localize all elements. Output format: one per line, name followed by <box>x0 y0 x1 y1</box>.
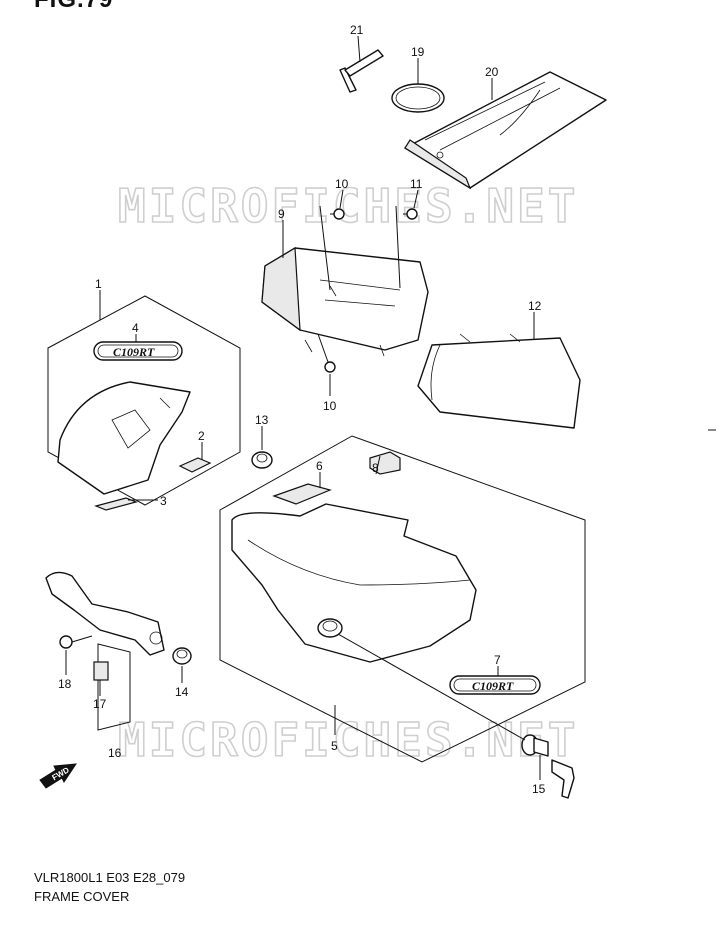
callout-9: 9 <box>278 207 285 221</box>
callout-5: 5 <box>331 739 338 753</box>
callout-7: 7 <box>494 653 501 667</box>
cover-part-12 <box>417 333 581 429</box>
group-box-5 <box>219 435 586 763</box>
callout-13: 13 <box>255 413 269 427</box>
fwd-arrow-icon: FWD <box>39 763 77 789</box>
watermark-bottom: MICROFICHES.NET <box>118 713 578 767</box>
frame-cover-part-5 <box>231 503 477 663</box>
model-code: VLR1800L1 E03 E28_079 <box>34 870 186 885</box>
callout-3: 3 <box>160 494 167 508</box>
callout-11: 11 <box>410 177 423 191</box>
lock-part-15 <box>521 734 575 799</box>
grommet-part-14 <box>172 647 192 665</box>
figure-title: FIG.79 <box>34 0 113 14</box>
screw-part-11 <box>403 208 418 220</box>
emblem-part-4: C109RT <box>93 341 183 361</box>
group-box-16 <box>97 643 131 731</box>
callout-21: 21 <box>350 23 364 37</box>
leader-lines <box>65 35 541 780</box>
pad-part-17 <box>93 661 109 681</box>
screw-part-10-top <box>330 208 345 220</box>
left-cover-part-1 <box>57 381 191 495</box>
pad-part-6 <box>272 483 332 505</box>
callout-10-bottom: 10 <box>323 399 337 413</box>
pad-part-2 <box>178 457 212 473</box>
watermark-top: MICROFICHES.NET <box>118 179 578 233</box>
grommet-part-13 <box>251 451 273 469</box>
bolt-part-18 <box>59 635 93 649</box>
tape-part-3 <box>94 497 138 511</box>
callout-10-top: 10 <box>335 177 349 191</box>
group-box-1 <box>47 295 241 506</box>
callout-12: 12 <box>528 299 542 313</box>
hex-key-part-21 <box>339 49 384 93</box>
callout-14: 14 <box>175 685 189 699</box>
callout-17: 17 <box>93 697 107 711</box>
callout-4: 4 <box>132 321 139 335</box>
emblem-left-text: C109RT <box>113 345 155 359</box>
callout-20: 20 <box>485 65 499 79</box>
tool-bag-part-20 <box>404 71 607 190</box>
emblem-right-text: C109RT <box>472 679 514 693</box>
callout-16: 16 <box>108 746 122 760</box>
callout-6: 6 <box>316 459 323 473</box>
callout-8: 8 <box>372 461 379 475</box>
callout-2: 2 <box>198 429 205 443</box>
screw-part-10-bottom <box>324 361 336 373</box>
figure-name: FRAME COVER <box>34 889 130 904</box>
callout-1: 1 <box>95 277 102 291</box>
case-part-9 <box>261 246 429 357</box>
o-ring-part-19 <box>391 83 445 113</box>
callout-19: 19 <box>411 45 425 59</box>
bracket-part-16 <box>45 571 165 656</box>
emblem-part-7: C109RT <box>449 675 541 695</box>
callout-15: 15 <box>532 782 546 796</box>
callout-18: 18 <box>58 677 72 691</box>
